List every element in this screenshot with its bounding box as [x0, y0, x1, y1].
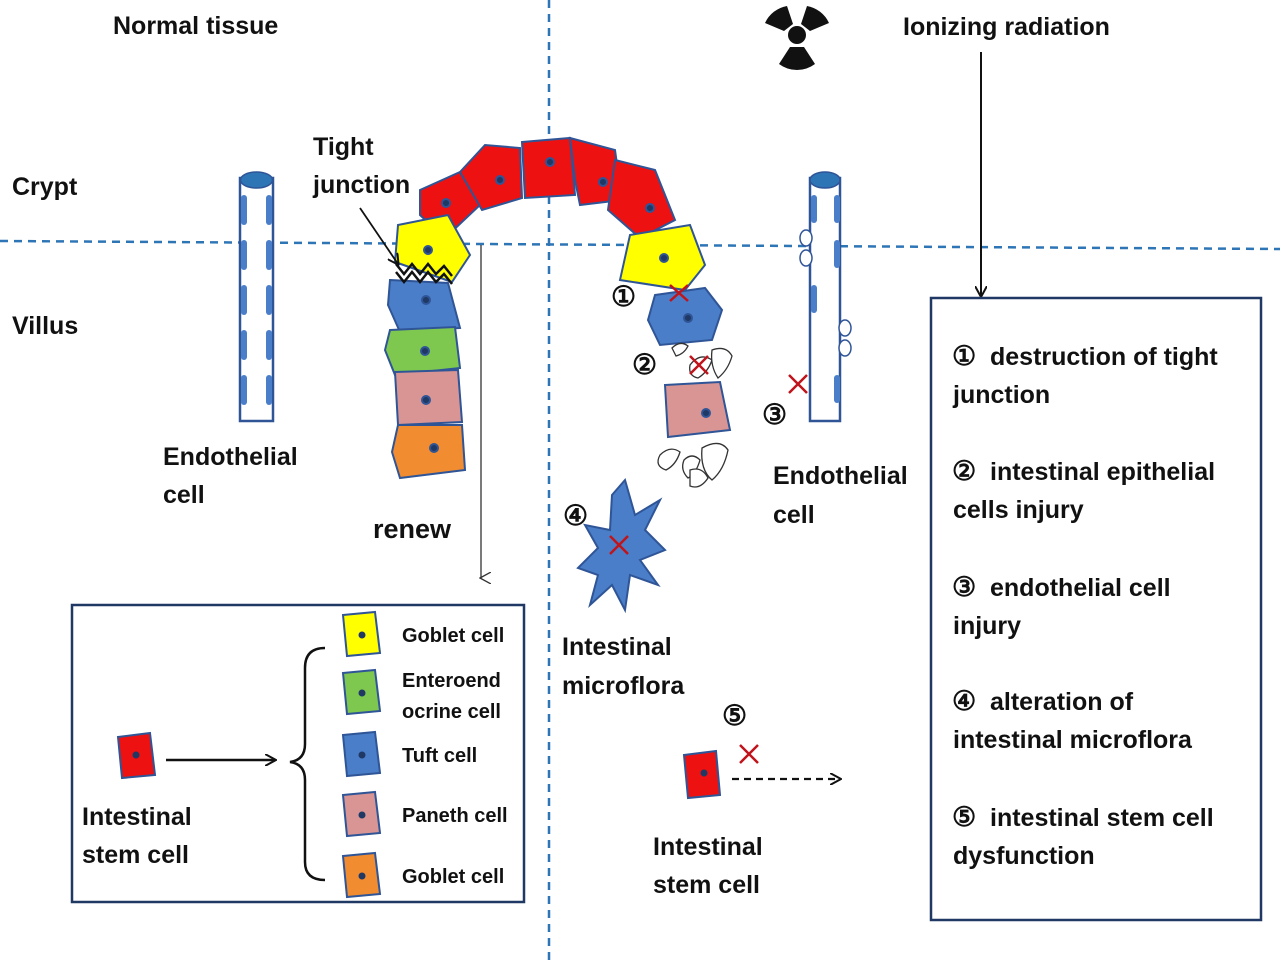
tight-junction-pointer: [359, 207, 398, 264]
legend-cell-nucleus: [358, 631, 366, 639]
endothelial-right-label-2: cell: [773, 501, 815, 529]
effects-box: [929, 296, 1263, 922]
marker-1: ①: [611, 281, 636, 312]
effect-number: ④: [952, 686, 976, 716]
legend-cell-nucleus: [358, 689, 366, 697]
stem-cell-right-label-2: stem cell: [653, 871, 760, 899]
normal-epithelium: [383, 136, 677, 480]
intestinal-microflora-shape: [576, 477, 667, 614]
tuft-cell-blue: [386, 278, 462, 334]
tight-junction-label-1: Tight: [313, 133, 374, 161]
effect-text: cells injury: [953, 496, 1084, 524]
stem-cell-icon-right: [682, 749, 722, 800]
effect-text: junction: [952, 381, 1050, 409]
cross-2: [689, 355, 709, 375]
irradiated-epithelium: [618, 223, 732, 439]
cross-1: [669, 284, 689, 302]
stem-cell-left-label-1: Intestinal: [82, 803, 192, 831]
renew-label: renew: [373, 514, 452, 544]
marker-4: ④: [563, 500, 588, 531]
legend-cell-label: ocrine cell: [402, 701, 501, 723]
stem-cell-left-label-2: stem cell: [82, 841, 189, 869]
legend-cell-label: Paneth cell: [402, 805, 508, 827]
effect-item-1: ① destruction of tight junction: [952, 341, 1218, 409]
marker-3: ③: [762, 399, 787, 430]
effect-text: injury: [953, 612, 1021, 640]
effect-item-3: ③ endothelial cell injury: [952, 572, 1171, 640]
microflora-label-2: microflora: [562, 672, 685, 700]
effect-text: intestinal stem cell: [990, 804, 1214, 832]
effect-number: ③: [952, 572, 976, 602]
crypt-cell: [568, 136, 624, 207]
crypt-cell: [606, 158, 677, 240]
marker-5: ⑤: [722, 700, 747, 731]
tuft-cell-blue: [646, 286, 724, 347]
stem-cell-icon-left: [116, 731, 157, 780]
ionizing-radiation-label: Ionizing radiation: [903, 13, 1110, 41]
microflora-label-1: Intestinal: [562, 633, 672, 661]
differentiation-legend: Intestinal stem cell Goblet cellEnteroen…: [70, 603, 526, 904]
effect-number: ⑤: [952, 802, 976, 832]
legend-cell-nucleus: [358, 811, 366, 819]
crypt-cell: [458, 143, 524, 212]
effect-item-5: ⑤ intestinal stem cell dysfunction: [952, 802, 1214, 870]
legend-cell-2: Tuft cell: [341, 730, 477, 778]
goblet-cell-yellow: [618, 223, 707, 292]
effect-text: alteration of: [990, 688, 1134, 716]
endothelial-left-label-2: cell: [163, 481, 205, 509]
cross-5: [739, 744, 759, 764]
legend-cell-nucleus: [358, 751, 366, 759]
effect-text: intestinal microflora: [953, 726, 1193, 754]
endothelial-right-label-1: Endothelial: [773, 462, 908, 490]
cell-bracket: [289, 646, 326, 882]
effect-number: ①: [952, 341, 976, 371]
effect-text: endothelial cell: [990, 574, 1171, 602]
legend-cell-label: Tuft cell: [402, 745, 477, 767]
endothelial-vessel-left: [238, 171, 275, 423]
effect-number: ②: [952, 456, 976, 486]
cross-3: [788, 374, 808, 394]
legend-cell-label: Goblet cell: [402, 625, 504, 647]
legend-cell-4: Goblet cell: [341, 851, 504, 899]
legend-cell-label: Enteroend: [402, 670, 501, 692]
radiation-icon: [765, 6, 829, 71]
stem-cell-right-label-1: Intestinal: [653, 833, 763, 861]
villus-label: Villus: [12, 312, 78, 340]
effect-text: dysfunction: [953, 842, 1095, 870]
cross-4: [609, 535, 629, 555]
tight-junction-label-2: junction: [312, 171, 410, 199]
damage-crosses: [609, 284, 808, 764]
effect-text: destruction of tight: [990, 343, 1218, 371]
effects-list: ① destruction of tight junction ② intestinal…: [952, 341, 1218, 870]
horizontal-divider: [0, 239, 1280, 251]
legend-cell-3: Paneth cell: [341, 790, 508, 838]
legend-cell-label: Goblet cell: [402, 866, 504, 888]
legend-cell-0: Goblet cell: [341, 610, 504, 658]
endothelial-left-label-1: Endothelial: [163, 443, 298, 471]
tight-junction-marks: [395, 261, 453, 285]
effect-item-4: ④ alteration of intestinal microflora: [952, 686, 1193, 754]
crypt-label: Crypt: [12, 173, 78, 201]
enteroendocrine-cell-green: [383, 325, 462, 377]
paneth-cell-pink: [663, 380, 732, 439]
endothelial-vessel-right: [799, 171, 852, 423]
legend-cell-1: Enteroend ocrine cell: [341, 668, 501, 723]
paneth-cell-pink: [393, 368, 464, 427]
goblet-cell-orange: [390, 424, 467, 480]
normal-tissue-label: Normal tissue: [113, 12, 278, 40]
effect-item-2: ② intestinal epithelial cells injury: [952, 456, 1215, 524]
effect-text: intestinal epithelial: [990, 458, 1215, 486]
crypt-cell: [520, 136, 577, 200]
marker-2: ②: [632, 349, 657, 380]
legend-cell-nucleus: [358, 872, 366, 880]
injured-cell-fragments: [657, 342, 733, 488]
